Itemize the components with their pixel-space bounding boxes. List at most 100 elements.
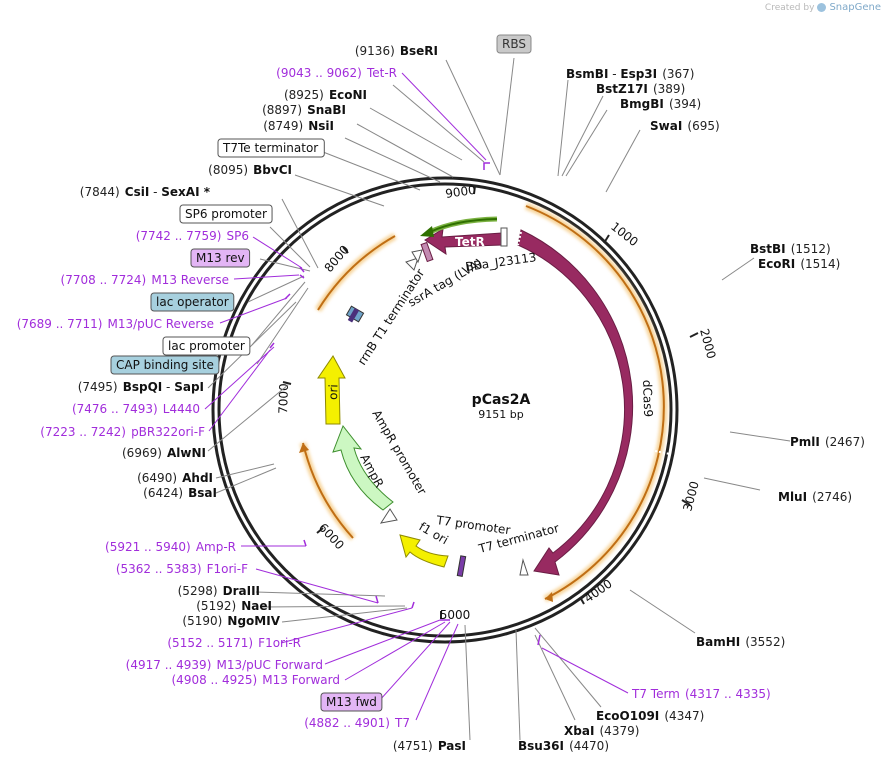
site-snabi[interactable]: (8897) SnaBI (262, 99, 346, 118)
tick-4000: 4000 (582, 576, 615, 605)
site-ngomiv-position: (5190) (182, 614, 222, 628)
site-csii[interactable]: (7844) CsiI - SexAI * (80, 181, 211, 200)
site-draiii[interactable]: (5298) DraIII (178, 580, 260, 599)
site-ahdi[interactable]: (6490) AhdI (137, 467, 213, 486)
primer-leader-lines (204, 72, 629, 721)
feature-tetr[interactable]: TetR (424, 227, 508, 256)
site-mlui-name: MluI (778, 490, 807, 504)
tick-2000: 2000 (697, 327, 718, 360)
site-naei-name: NaeI (241, 599, 272, 613)
site-bamhi-position: (3552) (745, 635, 785, 649)
feature-ori[interactable]: ori (317, 355, 346, 425)
site-ecori-position: (1514) (800, 257, 840, 271)
primer-m13reverse-name: M13 Reverse (151, 273, 229, 287)
site-ngomiv[interactable]: (5190) NgoMIV (182, 610, 280, 629)
site-alwni[interactable]: (6969) AlwNI (122, 442, 206, 461)
primer-sp6-position: (7742 .. 7759) (136, 229, 222, 243)
primer-m13puc-fwd[interactable]: (4917 .. 4939) M13/pUC Forward (126, 654, 323, 673)
site-swai[interactable]: SwaI (695) (650, 115, 720, 134)
site-bspqi-name: BspQI (123, 380, 163, 394)
labels: (9136) BseRI (9043 .. 9062) Tet-R (8925) E… (17, 34, 865, 754)
primer-l4440[interactable]: (7476 .. 7493) L4440 (72, 398, 200, 417)
feat-rbs-box[interactable] (496, 34, 532, 54)
tick-7000: 7000 (276, 383, 291, 414)
primer-m13rev-box-label: M13 rev (196, 251, 245, 265)
feature-ampr[interactable]: AmpR AmpR promoter (332, 408, 429, 524)
feat-t7te-label: T7Te terminator (222, 141, 318, 155)
site-xbai-name: XbaI (564, 724, 594, 738)
primer-pbr322-name: pBR322ori-F (131, 425, 205, 439)
primer-markers (269, 162, 541, 646)
primer-m13fwd-box-box[interactable] (320, 692, 383, 712)
site-naei-position: (5192) (196, 599, 236, 613)
feat-sp6-box[interactable] (179, 204, 273, 224)
site-bsmbi-position: (367) (662, 67, 694, 81)
tick-marks (282, 185, 699, 619)
map-name: pCas2A (472, 392, 531, 408)
site-bsmbi[interactable]: BsmBI - Esp3I (367) (566, 63, 695, 82)
site-bseri[interactable]: (9136) BseRI (355, 40, 438, 59)
feat-cap-label: CAP binding site (116, 358, 214, 372)
site-eco0109i[interactable]: EcoO109I (4347) (596, 705, 704, 724)
primer-pbr322-position: (7223 .. 7242) (40, 425, 126, 439)
site-bamhi-name: BamHI (696, 635, 740, 649)
site-bsai[interactable]: (6424) BsaI (143, 482, 217, 501)
primer-m13puc-rev[interactable]: (7689 .. 7711) M13/pUC Reverse (17, 313, 214, 332)
site-bmgbi-position: (394) (669, 97, 701, 111)
site-bbvci-position: (8095) (208, 163, 248, 177)
feat-lacprom-label: lac promoter (168, 339, 245, 353)
site-naei[interactable]: (5192) NaeI (196, 595, 272, 614)
site-bmgbi[interactable]: BmgBI (394) (620, 93, 701, 112)
site-nsii[interactable]: (8749) NsiI (263, 115, 334, 134)
tick-5000: 5000 (440, 608, 471, 622)
feature-dcas9[interactable]: dCas9 (517, 229, 671, 576)
primer-t7[interactable]: (4882 .. 4901) T7 (304, 712, 410, 731)
site-pmli-name: PmlI (790, 435, 820, 449)
site-econi[interactable]: (8925) EcoNI (284, 84, 367, 103)
site-ngomiv-name: NgoMIV (227, 614, 280, 628)
site-bsmbi-name2: Esp3I (620, 67, 657, 81)
site-bseri-position: (9136) (355, 44, 395, 58)
primer-m13forward[interactable]: (4908 .. 4925) M13 Forward (172, 669, 341, 688)
credit-brand: SnapGene (829, 2, 881, 13)
primer-t7term[interactable]: T7 Term (4317 .. 4335) (631, 683, 771, 702)
site-bspqi-name2: SapI (174, 380, 204, 394)
feat-rbs-label: RBS (502, 37, 526, 51)
feat-lacprom-box[interactable] (162, 336, 251, 356)
site-pasi[interactable]: (4751) PasI (393, 735, 466, 754)
primer-m13rev-box-box[interactable] (190, 248, 251, 268)
feat-lacop-box[interactable] (150, 292, 235, 312)
site-bstz17i[interactable]: BstZ17I (389) (596, 78, 685, 97)
small-features (345, 241, 434, 323)
primer-sp6[interactable]: (7742 .. 7759) SP6 (136, 225, 249, 244)
site-bamhi[interactable]: BamHI (3552) (696, 631, 785, 650)
feat-t7te-box[interactable] (217, 138, 325, 158)
primer-f1ori-r[interactable]: (5152 .. 5171) F1ori-R (167, 632, 301, 651)
site-pasi-position: (4751) (393, 739, 433, 753)
site-csii-name2: SexAI * (161, 185, 210, 199)
feature-label-tetr: TetR (455, 235, 485, 249)
site-xbai[interactable]: XbaI (4379) (564, 720, 639, 739)
site-csii-position: (7844) (80, 185, 120, 199)
primer-sp6-name: SP6 (227, 229, 250, 243)
site-csii-sep: - (149, 185, 161, 199)
site-bstbi[interactable]: BstBI (1512) (750, 238, 831, 257)
tick-3000: 3000 (680, 480, 701, 513)
feature-label-ori: ori (326, 384, 341, 400)
primer-f1ori-f[interactable]: (5362 .. 5383) F1ori-F (116, 558, 248, 577)
site-bbvci[interactable]: (8095) BbvCI (208, 159, 292, 178)
site-pmli[interactable]: PmlI (2467) (790, 431, 865, 450)
primer-m13reverse[interactable]: (7708 .. 7724) M13 Reverse (61, 269, 229, 288)
primer-m13fwd-box-label: M13 fwd (326, 695, 377, 709)
site-bbvci-name: BbvCI (253, 163, 292, 177)
site-eco0109i-position: (4347) (664, 709, 704, 723)
site-mlui[interactable]: MluI (2746) (778, 486, 852, 505)
primer-pbr322[interactable]: (7223 .. 7242) pBR322ori-F (40, 421, 205, 440)
primer-tetr[interactable]: (9043 .. 9062) Tet-R (276, 62, 397, 81)
primer-ampr[interactable]: (5921 .. 5940) Amp-R (105, 536, 236, 555)
feat-cap-box[interactable] (110, 355, 220, 375)
site-bspqi[interactable]: (7495) BspQI - SapI (78, 376, 204, 395)
site-ecori[interactable]: EcoRI (1514) (758, 253, 840, 272)
feature-label-dcas9: dCas9 (640, 380, 655, 418)
site-bsu36i[interactable]: Bsu36I (4470) (518, 735, 609, 754)
